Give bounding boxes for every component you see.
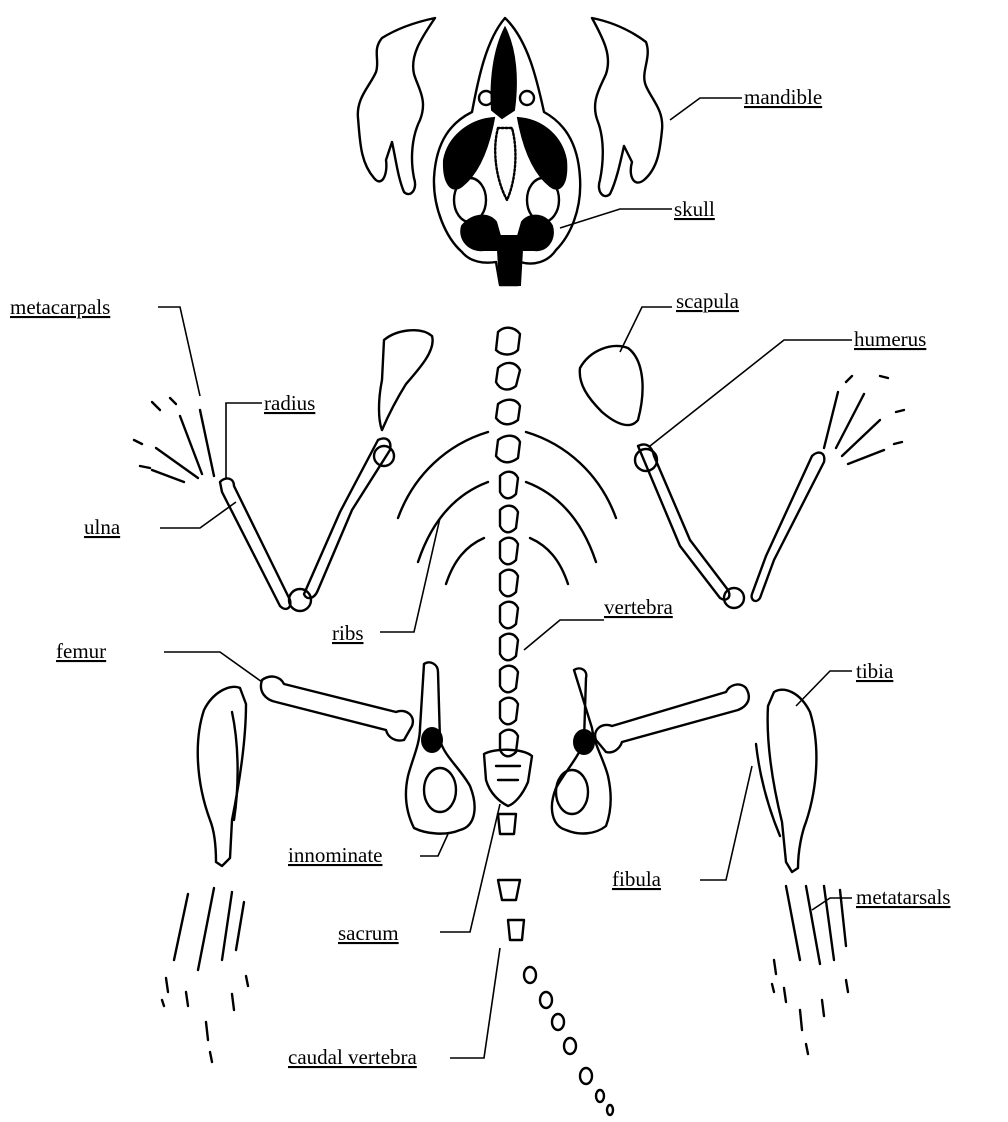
scapula-right-bone <box>580 346 643 425</box>
label-sacrum: sacrum <box>338 921 399 945</box>
vertebral-column <box>496 328 520 757</box>
sacrum-bone <box>484 750 532 806</box>
label-metatarsals: metatarsals <box>856 885 950 909</box>
caudal-vertebrae <box>498 814 613 1115</box>
label-ribs: ribs <box>332 621 364 645</box>
label-innominate: innominate <box>288 843 382 867</box>
metatarsals-left <box>162 888 248 1062</box>
label-vertebra: vertebra <box>604 595 673 619</box>
ribs-left <box>398 432 488 584</box>
femur-left-bone <box>261 677 413 741</box>
label-humerus: humerus <box>854 327 926 351</box>
tibia-fibula-left <box>198 687 246 866</box>
label-radius: radius <box>264 391 315 415</box>
radius-ulna-left <box>220 479 311 611</box>
innominate-right-bone <box>552 668 611 833</box>
skull-bone <box>434 18 580 285</box>
radius-ulna-right <box>724 453 824 608</box>
mandible-left-bone <box>358 18 435 194</box>
label-skull: skull <box>674 197 715 221</box>
humerus-left-bone <box>304 438 394 598</box>
ribs-right <box>526 432 616 584</box>
label-ulna: ulna <box>84 515 121 539</box>
label-scapula: scapula <box>676 289 740 313</box>
humerus-right-bone <box>635 444 729 599</box>
metacarpals-right <box>824 376 904 464</box>
femur-right-bone <box>595 685 749 753</box>
label-tibia: tibia <box>856 659 894 683</box>
innominate-left-bone <box>406 662 475 833</box>
label-caudal-vertebra: caudal vertebra <box>288 1045 418 1069</box>
label-femur: femur <box>56 639 106 663</box>
label-fibula: fibula <box>612 867 662 891</box>
tibia-fibula-right <box>756 690 816 872</box>
metacarpals-left <box>134 398 214 482</box>
label-mandible: mandible <box>744 85 822 109</box>
scapula-left-bone <box>379 330 433 430</box>
mandible-right-bone <box>592 18 662 196</box>
label-metacarpals: metacarpals <box>10 295 110 319</box>
metatarsals-right <box>772 886 848 1054</box>
